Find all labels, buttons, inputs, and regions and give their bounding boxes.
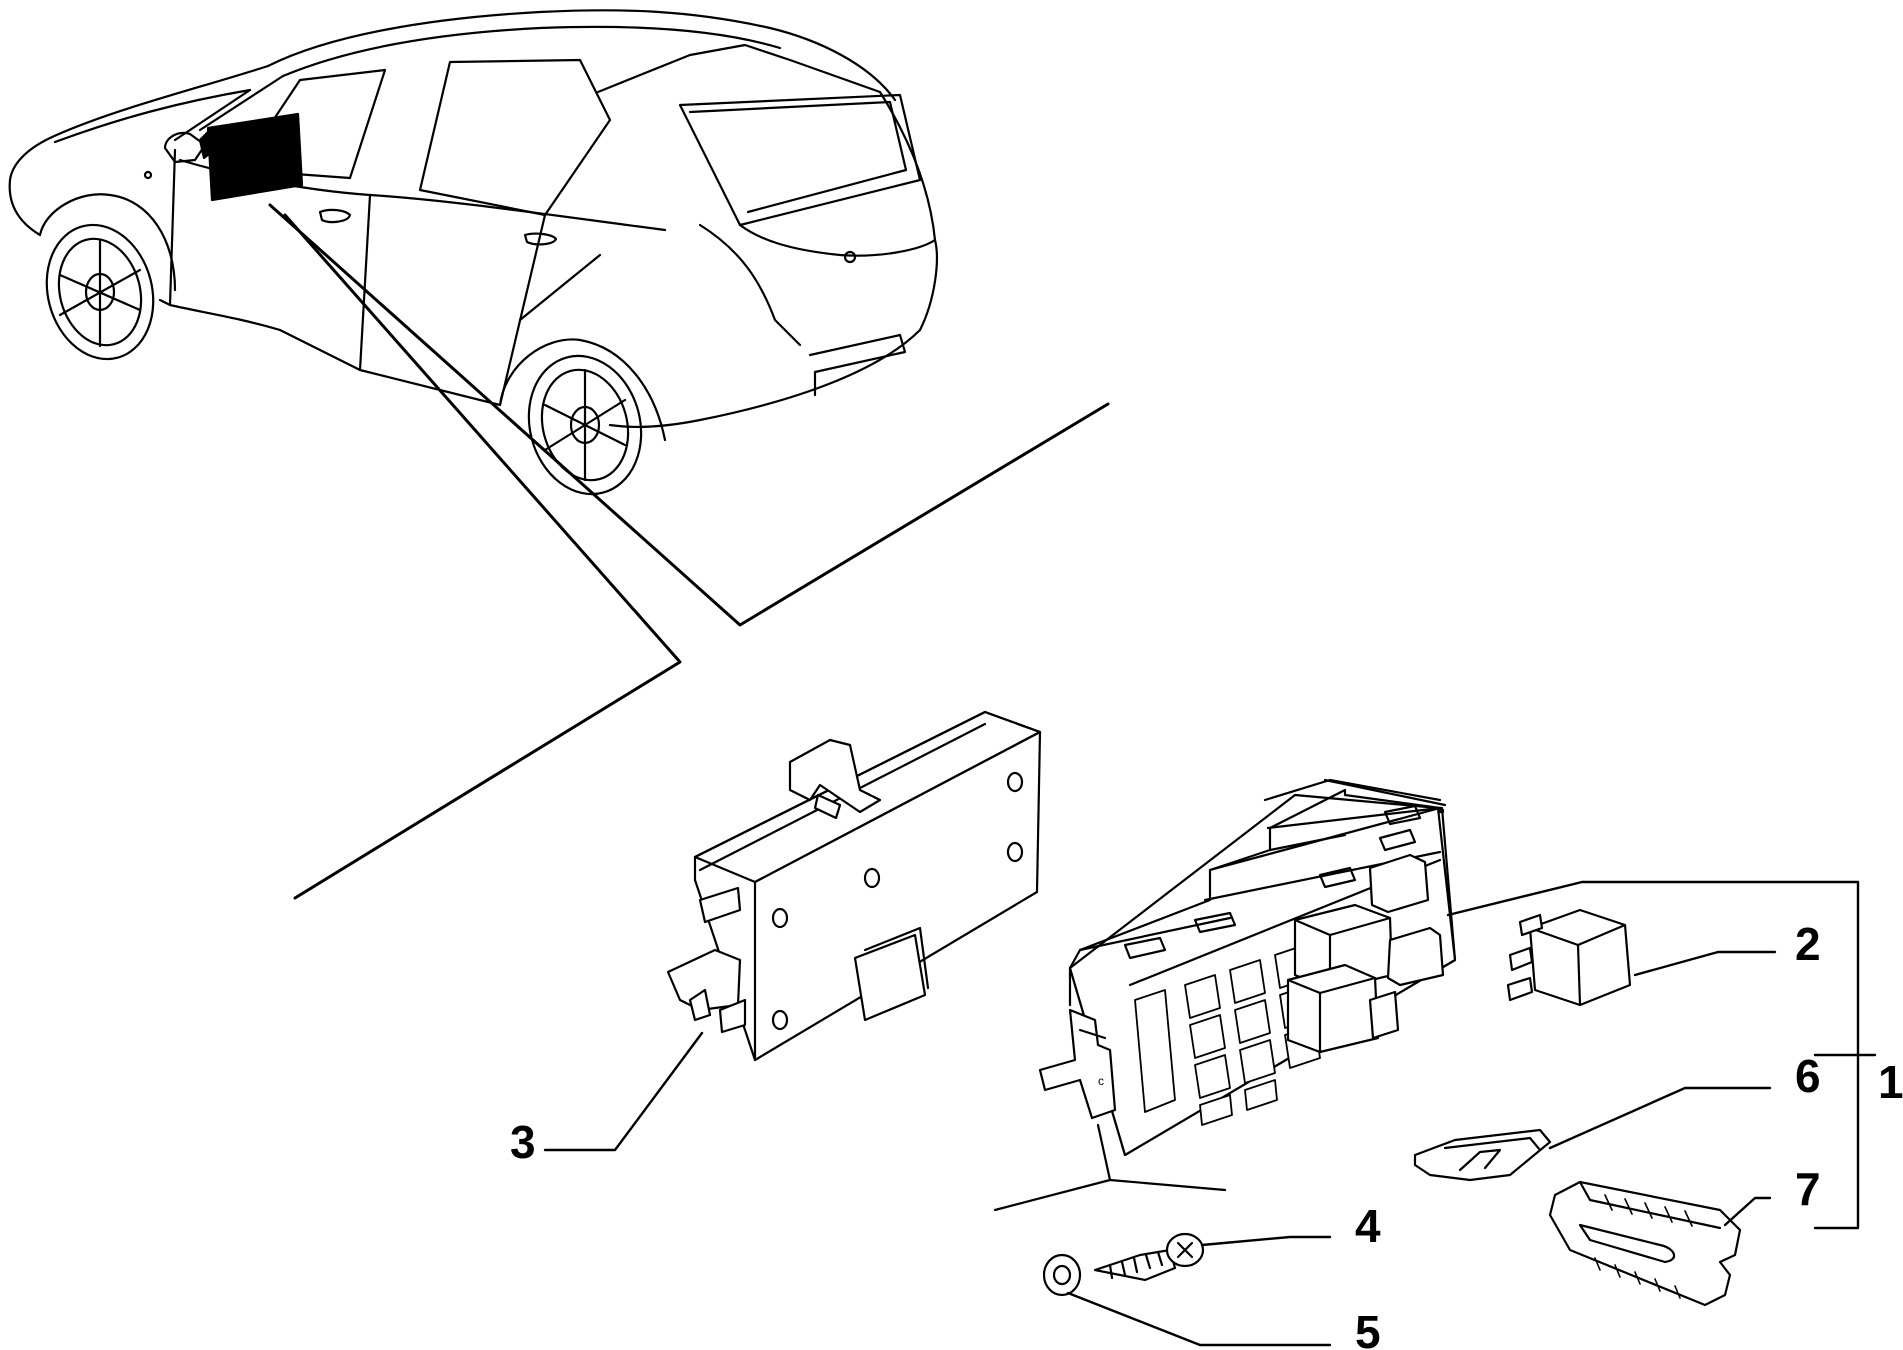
part-3-control-module	[666, 710, 1042, 1062]
leader-1-bracket	[1446, 880, 1860, 1230]
svg-text:c: c	[1098, 1074, 1104, 1088]
callout-2: 2	[1795, 918, 1821, 970]
callout-4: 4	[1355, 1200, 1381, 1252]
callout-labels: 1 2 3 4 5 6 7	[510, 918, 1903, 1350]
callout-6: 6	[1795, 1050, 1821, 1102]
callout-3: 3	[510, 1116, 536, 1168]
part-4-screw	[1093, 1232, 1205, 1282]
callout-5: 5	[1355, 1306, 1381, 1350]
part-7-fuse-puller	[1548, 1180, 1742, 1307]
part-1-fuse-box: c	[993, 778, 1457, 1212]
car-illustration	[8, 9, 938, 496]
part-5-washer	[1042, 1253, 1082, 1297]
leader-4	[1200, 1235, 1332, 1247]
leader-5	[1066, 1291, 1332, 1347]
part-6-fuse	[1413, 1128, 1552, 1182]
callout-7: 7	[1795, 1163, 1821, 1215]
leader-6	[1548, 1086, 1772, 1150]
zoom-projection-lines	[268, 203, 1110, 900]
leader-2	[1633, 950, 1777, 977]
leader-lines	[543, 880, 1877, 1347]
leader-7	[1723, 1196, 1772, 1227]
callout-1: 1	[1878, 1056, 1903, 1108]
leader-3	[543, 1031, 704, 1152]
part-2-relay	[1506, 908, 1632, 1007]
